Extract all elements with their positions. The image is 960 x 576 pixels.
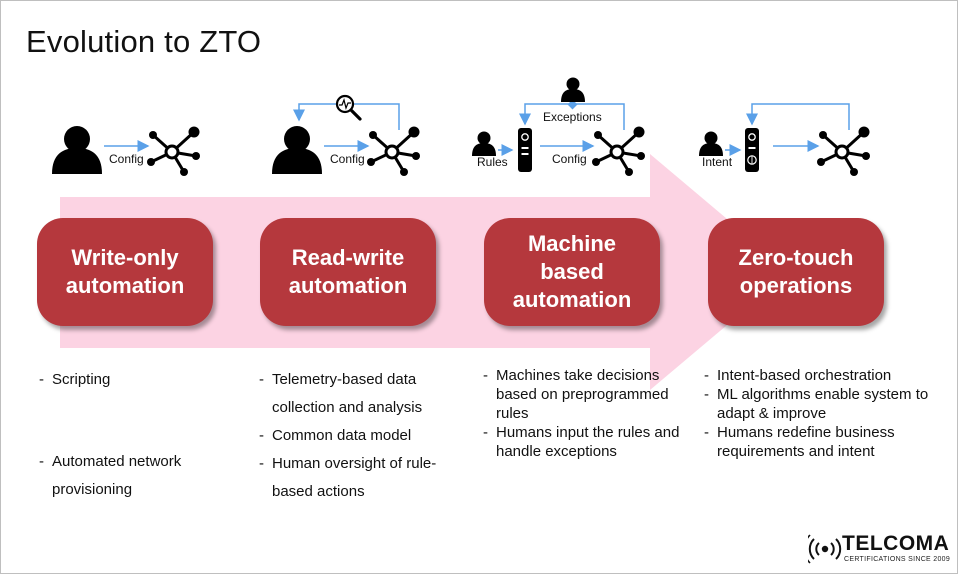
signal-icon — [808, 534, 842, 564]
list-item: Humans redefine business requirements an… — [704, 423, 944, 461]
bullet-list-read-write: Telemetry-based data collection and anal… — [259, 366, 464, 506]
telcoma-logo: TELCOMA CERTIFICATIONS SINCE 2009 — [808, 530, 953, 570]
stage-title-line: Machine — [527, 231, 617, 256]
bullet-list-machine-based: Machines take decisions based on preprog… — [483, 366, 693, 461]
list-item: Human oversight of rule-based actions — [259, 450, 464, 506]
bullet-list-write-only: Scripting Automated network provisioning — [39, 366, 239, 504]
list-item: Automated network provisioning — [39, 448, 239, 504]
rules-label: Rules — [477, 155, 508, 169]
network-icon — [365, 125, 422, 178]
magnifier-icon — [335, 94, 362, 121]
list-item: Scripting — [39, 366, 239, 394]
stage-title-line: Write-only — [71, 245, 179, 270]
remote-icon — [745, 128, 759, 172]
bullet-list-zero-touch: Intent-based orchestration ML algorithms… — [704, 366, 944, 461]
network-icon — [145, 125, 202, 178]
network-icon — [590, 125, 647, 178]
user-icon — [472, 131, 496, 156]
config-label: Config — [330, 152, 365, 166]
stage-title-line: Zero-touch — [738, 245, 854, 270]
intent-label: Intent — [702, 155, 733, 169]
stage-zero-touch: Zero-touch operations — [708, 218, 884, 326]
stage-title-line: based — [540, 259, 604, 284]
config-label: Config — [109, 152, 144, 166]
page-title: Evolution to ZTO — [26, 24, 262, 59]
stage-title-line: automation — [65, 273, 185, 298]
stage-read-write: Read-write automation — [260, 218, 436, 326]
user-icon — [52, 126, 102, 174]
user-icon — [272, 126, 322, 174]
stage-title-line: automation — [512, 287, 632, 312]
stage-write-only: Write-only automation — [37, 218, 213, 326]
logo-name: TELCOMA — [842, 532, 950, 555]
config-label: Config — [552, 152, 587, 166]
remote-icon — [517, 127, 533, 173]
stage-title-line: operations — [739, 273, 853, 298]
list-item: Telemetry-based data collection and anal… — [259, 366, 464, 422]
stage-title-line: Read-write — [291, 245, 405, 270]
user-icon — [561, 77, 585, 102]
user-icon — [699, 131, 723, 156]
list-item: Humans input the rules and handle except… — [483, 423, 693, 461]
list-item: Intent-based orchestration — [704, 366, 944, 385]
stage-title-line: automation — [288, 273, 408, 298]
list-item: Common data model — [259, 422, 464, 450]
network-icon — [815, 125, 872, 178]
list-item: ML algorithms enable system to adapt & i… — [704, 385, 944, 423]
feedback-loop — [746, 103, 850, 130]
exceptions-label: Exceptions — [543, 110, 602, 124]
stage-machine-based: Machine based automation — [484, 218, 660, 326]
exceptions-node — [567, 99, 578, 110]
brain-icon — [747, 155, 757, 165]
logo-tagline: CERTIFICATIONS SINCE 2009 — [844, 556, 951, 563]
list-item: Machines take decisions based on preprog… — [483, 366, 693, 423]
